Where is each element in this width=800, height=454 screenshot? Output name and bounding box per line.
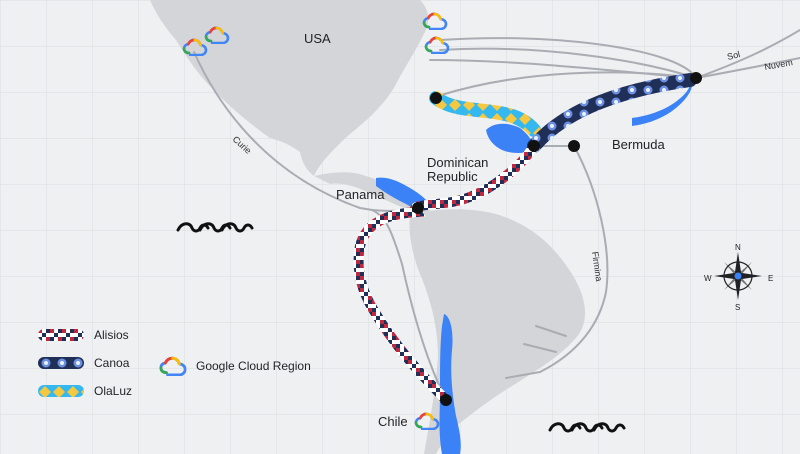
alisios-cable <box>353 141 539 405</box>
landing-nodes <box>412 72 702 406</box>
sol-cable <box>439 47 697 79</box>
chile-label: Chile <box>378 414 408 429</box>
legend-label-olaluz: OlaLuz <box>94 384 133 398</box>
chile-node <box>440 394 452 406</box>
bermuda-shape <box>632 80 693 126</box>
south-atlantic-spur-2 <box>535 325 567 337</box>
compass-rose-icon <box>714 252 762 300</box>
nuvem-cable <box>439 37 697 79</box>
legend-item-alisios: Alisios <box>38 328 129 342</box>
dominican-republic-label-line1: Dominican <box>427 155 489 170</box>
bermuda-node <box>690 72 702 84</box>
legend-item-canoa: Canoa <box>38 356 129 370</box>
sol-cable-label: Sol <box>726 49 741 62</box>
compass-n-label: N <box>735 243 741 252</box>
panama-label: Panama <box>336 187 385 202</box>
compass-w-label: W <box>704 274 712 283</box>
central-america-landmass <box>314 172 430 214</box>
dominican-republic-shape <box>486 123 534 153</box>
legend-label-canoa: Canoa <box>94 356 130 370</box>
florida-node <box>430 92 442 104</box>
compass-e-label: E <box>768 274 773 283</box>
legend: Alisios Canoa OlaLuz Google Cloud Region <box>38 326 328 416</box>
nuvem-cable-label: Nuvem <box>764 57 794 72</box>
north-america-landmass <box>150 0 429 176</box>
firmina-cable-label: Firmina <box>590 251 604 282</box>
chile-shape <box>439 314 461 454</box>
dominican-node <box>528 140 540 152</box>
google-cloud-icon <box>159 356 187 376</box>
legend-label-alisios: Alisios <box>94 328 129 342</box>
canoa-swatch <box>38 357 84 369</box>
panama-node <box>412 202 424 214</box>
usa-label: USA <box>304 31 331 46</box>
florida-cable <box>437 71 697 97</box>
south-atlantic-spur-1 <box>505 371 541 379</box>
olaluz-swatch <box>38 385 84 397</box>
canoa-cable <box>527 73 697 153</box>
dominican-republic-label-line2: Republic <box>427 169 478 184</box>
olaluz-swatch-art <box>38 385 84 397</box>
canoa-swatch-art <box>38 357 84 369</box>
bermuda-label: Bermuda <box>612 137 665 152</box>
sol-cable-extension <box>695 29 800 79</box>
nuvem-cable-extension <box>695 57 800 79</box>
firmina-cable <box>539 145 609 373</box>
legend-label-google-cloud-region: Google Cloud Region <box>196 359 311 373</box>
legend-google-cloud-region: Google Cloud Region <box>158 356 311 376</box>
olaluz-cable <box>429 91 541 137</box>
legend-item-olaluz: OlaLuz <box>38 384 132 398</box>
alisios-swatch-art <box>38 329 84 341</box>
bermuda-link-node <box>568 140 580 152</box>
gray-cable-network <box>193 29 800 401</box>
alisios-swatch <box>38 329 84 341</box>
compass-s-label: S <box>735 303 740 312</box>
south-america-landmass <box>409 209 586 454</box>
south-atlantic-spur-3 <box>523 343 557 353</box>
